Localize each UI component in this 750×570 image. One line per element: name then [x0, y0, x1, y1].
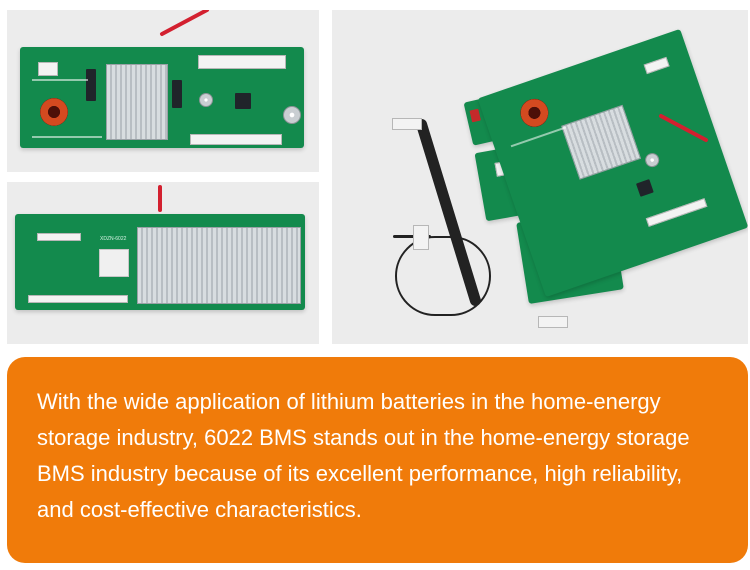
model-label: XDZN-6022: [100, 236, 127, 242]
heatsink: [561, 104, 642, 180]
chip: [86, 69, 96, 101]
sensor-cable-loop: [395, 236, 491, 316]
bms-kit-photo: [332, 10, 748, 344]
heatsink: [137, 227, 301, 304]
board-back-photo: XDZN-6022: [7, 182, 319, 344]
red-wire: [159, 10, 210, 37]
trace: [510, 126, 567, 148]
capacitor: [199, 93, 213, 107]
connector-strip: [198, 55, 286, 69]
connector-strip: [37, 233, 81, 241]
connector-block: [38, 62, 58, 76]
connector-strip: [190, 134, 282, 145]
main-bms-board: [477, 28, 748, 298]
capacitor: [643, 151, 662, 169]
trace: [32, 136, 102, 138]
connector-strip: [645, 198, 708, 227]
red-dip-switch: [469, 108, 481, 123]
chip: [235, 93, 251, 109]
chip: [172, 80, 182, 108]
green-board: XDZN-6022: [15, 214, 305, 310]
description-text: With the wide application of lithium bat…: [37, 389, 690, 522]
cable-plug: [392, 118, 422, 130]
chip: [635, 179, 654, 197]
trace: [32, 79, 88, 81]
board-top-photo: [7, 10, 319, 172]
inductor-coil: [40, 98, 68, 126]
white-label-block: [99, 249, 129, 277]
connector-block: [643, 56, 670, 75]
sensor-lead: [393, 235, 431, 238]
heatsink: [106, 64, 168, 140]
cable-plug: [538, 316, 568, 328]
description-callout: With the wide application of lithium bat…: [7, 357, 748, 563]
green-board: [20, 47, 304, 148]
red-wire: [158, 185, 162, 212]
inductor-coil: [516, 95, 553, 131]
connector-strip: [28, 295, 128, 303]
sensor-connector: [413, 225, 429, 250]
capacitor: [283, 106, 301, 124]
